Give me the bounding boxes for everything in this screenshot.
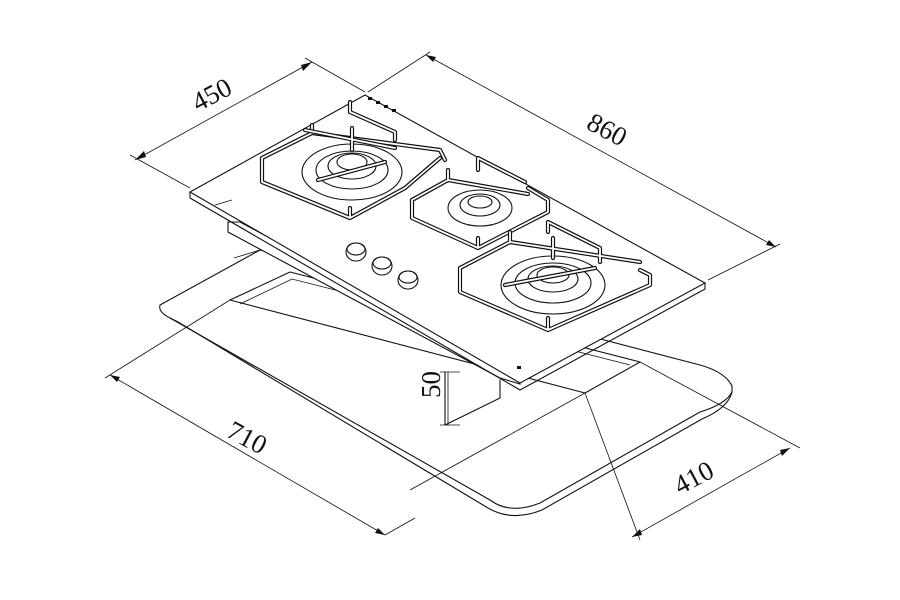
- dimension-710: [104, 299, 586, 536]
- dimension-410: [584, 361, 801, 541]
- indicator-marks: [368, 97, 521, 369]
- knob-3: [397, 270, 419, 290]
- grate-large-right: [457, 219, 653, 333]
- countertop: [159, 249, 733, 517]
- grate-small-middle: [409, 155, 551, 251]
- grate-large-left: [259, 99, 448, 221]
- knob-2: [371, 256, 393, 276]
- dimension-450: [129, 57, 366, 189]
- label-710: 710: [222, 415, 272, 461]
- label-860: 860: [582, 107, 632, 153]
- label-50: 50: [416, 371, 446, 398]
- dimension-50: [440, 371, 460, 426]
- burner-large-left: [259, 99, 448, 221]
- label-410: 410: [669, 455, 719, 501]
- knob-1: [345, 242, 367, 262]
- burner-large-right: [457, 219, 653, 333]
- label-450: 450: [187, 72, 237, 118]
- burner-small-middle: [409, 155, 551, 251]
- dimension-860: [367, 51, 781, 281]
- control-knobs: [345, 242, 419, 290]
